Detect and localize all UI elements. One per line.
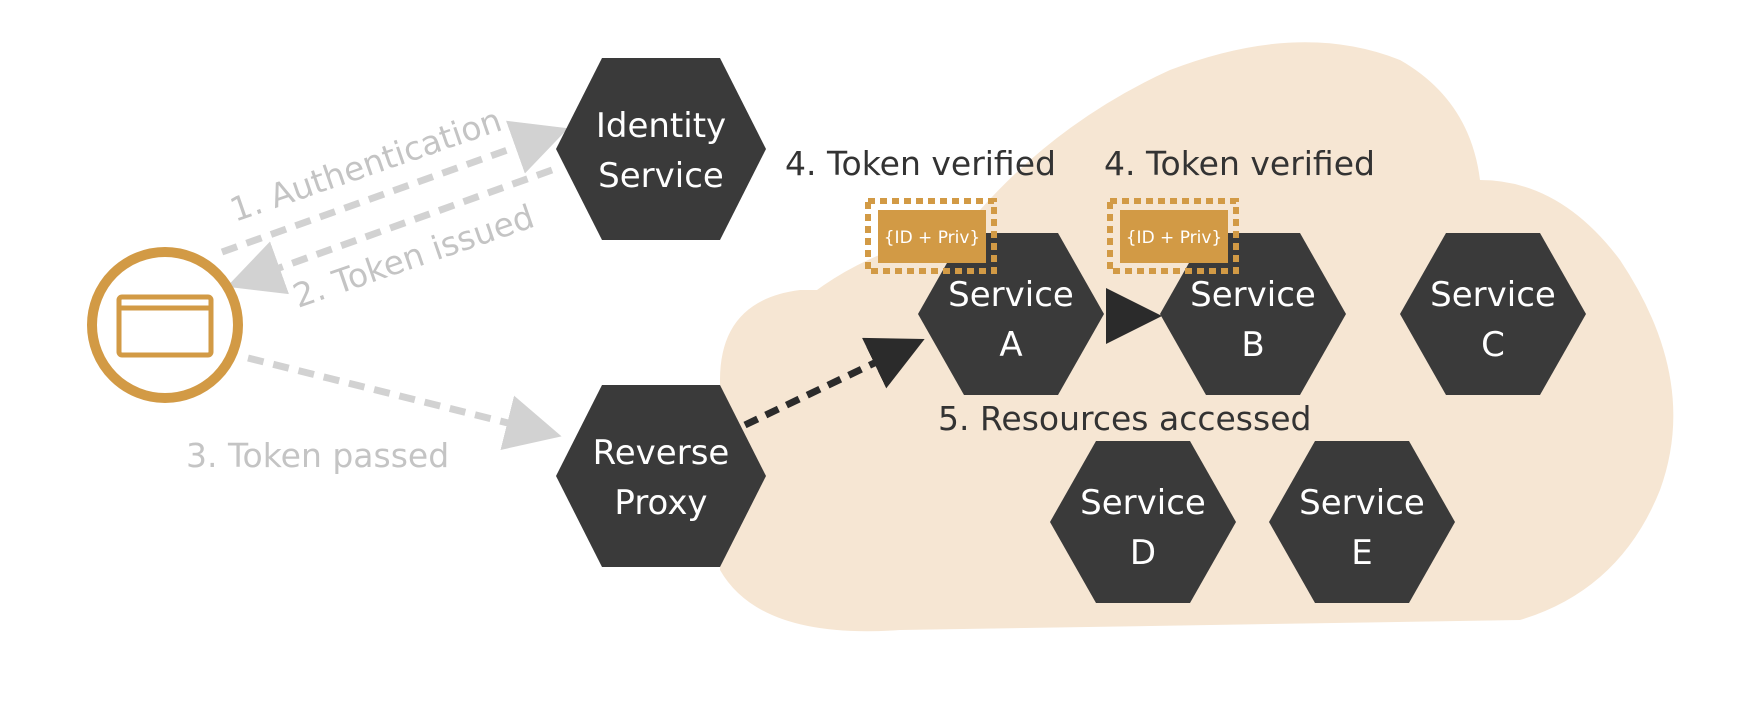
service-b-node: Service B bbox=[1160, 233, 1346, 395]
arrow-token-passed bbox=[247, 354, 562, 450]
step-token-verified-a-label: 4. Token verified bbox=[785, 144, 1056, 183]
identity-service-node: Identity Service bbox=[556, 58, 766, 240]
identity-service-label-line2: Service bbox=[598, 156, 724, 196]
identity-service-label-line1: Identity bbox=[596, 106, 726, 146]
arrow-authentication bbox=[220, 120, 569, 256]
service-e-label-line1: Service bbox=[1299, 483, 1425, 523]
reverse-proxy-label-line2: Proxy bbox=[614, 483, 707, 523]
service-e-node: Service E bbox=[1269, 441, 1455, 603]
service-a-node: Service A bbox=[918, 233, 1104, 395]
service-b-label-line1: Service bbox=[1190, 275, 1316, 315]
service-c-node: Service C bbox=[1400, 233, 1586, 395]
arrow-proxy-to-service-a bbox=[743, 337, 925, 429]
service-c-label-line2: C bbox=[1481, 325, 1505, 365]
token-badge-b: {ID + Priv} bbox=[1107, 198, 1239, 274]
step-authentication-label: 1. Authentication bbox=[225, 100, 506, 229]
step-resources-accessed-label: 5. Resources accessed bbox=[938, 399, 1311, 438]
service-b-label-line2: B bbox=[1241, 325, 1264, 365]
token-b-text: {ID + Priv} bbox=[1126, 228, 1223, 248]
reverse-proxy-node: Reverse Proxy bbox=[556, 385, 766, 567]
service-a-label-line1: Service bbox=[948, 275, 1074, 315]
browser-window-icon bbox=[87, 247, 243, 403]
service-d-label-line1: Service bbox=[1080, 483, 1206, 523]
service-a-label-line2: A bbox=[999, 325, 1022, 365]
token-badge-a: {ID + Priv} bbox=[865, 198, 997, 274]
service-c-label-line1: Service bbox=[1430, 275, 1556, 315]
service-d-label-line2: D bbox=[1130, 533, 1156, 573]
reverse-proxy-label-line1: Reverse bbox=[593, 433, 730, 473]
service-d-node: Service D bbox=[1050, 441, 1236, 603]
service-e-label-line2: E bbox=[1351, 533, 1372, 573]
step-token-verified-b-label: 4. Token verified bbox=[1104, 144, 1375, 183]
arrow-token-issued bbox=[226, 166, 554, 295]
token-a-text: {ID + Priv} bbox=[884, 228, 981, 248]
step-token-passed-label: 3. Token passed bbox=[186, 436, 449, 475]
